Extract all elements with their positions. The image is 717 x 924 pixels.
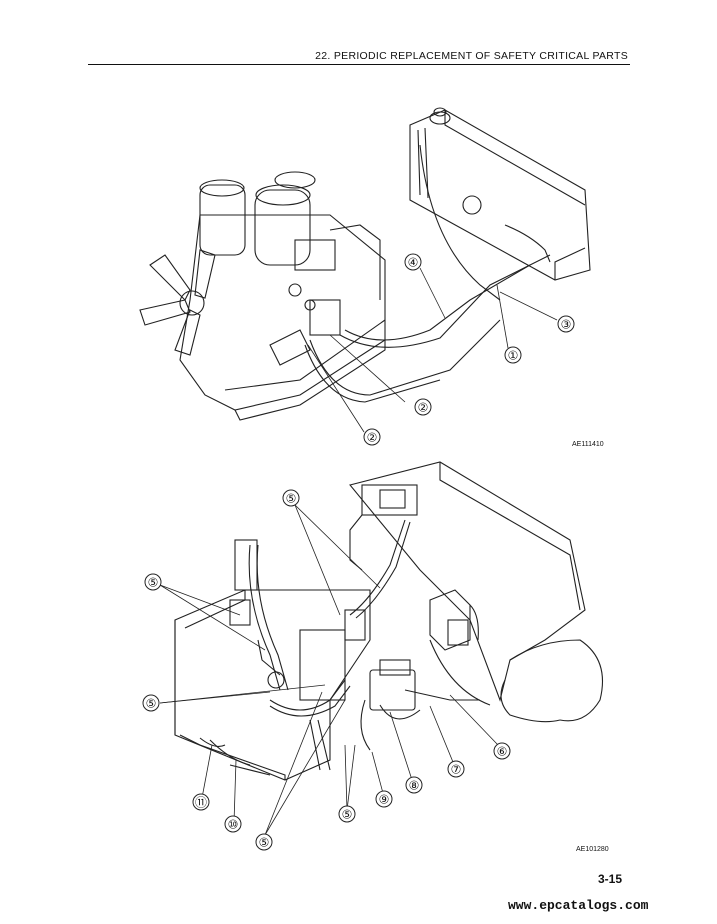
callout-7: ⑦ (447, 760, 465, 778)
svg-text:⑤: ⑤ (286, 492, 297, 506)
svg-text:⑤: ⑤ (148, 576, 159, 590)
top-engine-illustration: ① ② ② ③ ④ (139, 107, 591, 446)
svg-text:⑦: ⑦ (451, 763, 462, 777)
top-figure-code: AE111410 (572, 441, 604, 448)
callout-1: ① (504, 346, 522, 364)
svg-text:⑤: ⑤ (146, 697, 157, 711)
svg-text:⑤: ⑤ (259, 836, 270, 850)
callout-5-left-lower: ⑤ (142, 694, 160, 712)
header-rule (88, 64, 630, 65)
svg-text:⑥: ⑥ (497, 745, 508, 759)
hose-8 (379, 704, 421, 720)
callout-5-top: ⑤ (282, 489, 300, 507)
callout-9: ⑨ (375, 790, 393, 808)
callout-5-bottom-center: ⑤ (338, 805, 356, 823)
svg-text:⑨: ⑨ (379, 793, 390, 807)
svg-text:②: ② (367, 431, 378, 445)
callout-8: ⑧ (405, 776, 423, 794)
engine-block-bottom (349, 461, 586, 702)
callout-5-left-upper: ⑤ (144, 573, 162, 591)
callout-2a: ② (414, 398, 432, 416)
hose-7 (404, 689, 480, 701)
engine-block (179, 214, 386, 411)
svg-text:⑪: ⑪ (195, 796, 207, 810)
svg-text:⑩: ⑩ (228, 818, 239, 832)
svg-text:①: ① (508, 349, 519, 363)
hose-6 (429, 639, 491, 706)
bottom-figure-code: AE101280 (576, 846, 609, 853)
svg-text:④: ④ (408, 256, 419, 270)
svg-text:③: ③ (561, 318, 572, 332)
hose-5c (269, 679, 346, 711)
callout-3: ③ (557, 315, 575, 333)
page-number: 3-15 (598, 872, 623, 886)
callout-2b: ② (363, 428, 381, 446)
callout-10: ⑩ (224, 815, 242, 833)
hose-11 (199, 737, 226, 747)
fuel-hose-3 (419, 144, 501, 301)
svg-text:②: ② (418, 401, 429, 415)
callout-11: ⑪ (192, 793, 210, 811)
hose-5b (349, 519, 406, 616)
hose-9 (360, 699, 371, 751)
fuel-hose-4 (339, 254, 551, 348)
watermark: www.epcatalogs.com (508, 898, 649, 913)
hose-5a (248, 544, 281, 691)
hose-10 (209, 739, 251, 766)
callout-5-bottom-left: ⑤ (255, 833, 273, 851)
svg-text:⑤: ⑤ (342, 808, 353, 822)
fuel-hose-1 (344, 264, 531, 341)
callout-4: ④ (404, 253, 422, 271)
callout-6: ⑥ (493, 742, 511, 760)
svg-text:⑧: ⑧ (409, 779, 420, 793)
page-header-title: 22. PERIODIC REPLACEMENT OF SAFETY CRITI… (315, 50, 628, 62)
